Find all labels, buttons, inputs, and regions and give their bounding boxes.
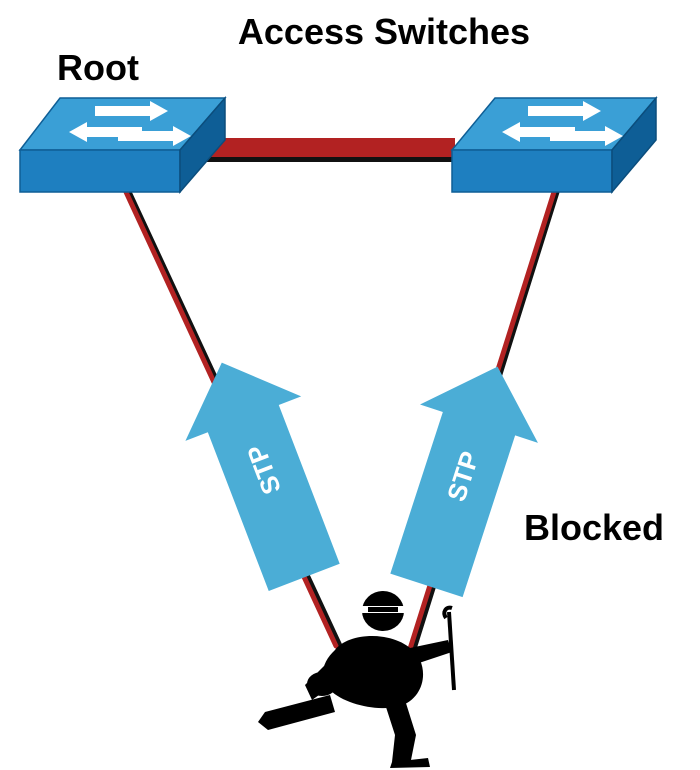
network-switch-icon — [450, 95, 658, 195]
stp-arrow-right: STP — [390, 366, 538, 598]
stp-arrow-left: STP — [185, 362, 340, 591]
network-switch-icon — [18, 95, 227, 195]
link-root-to-access-switch — [205, 138, 455, 162]
root-switch-label: Root — [57, 47, 139, 88]
diagram-title: Access Switches — [238, 11, 530, 52]
blocked-label: Blocked — [524, 507, 664, 548]
access-switch — [450, 95, 658, 195]
root-switch — [18, 95, 227, 195]
attacker-figure-icon — [258, 591, 456, 768]
